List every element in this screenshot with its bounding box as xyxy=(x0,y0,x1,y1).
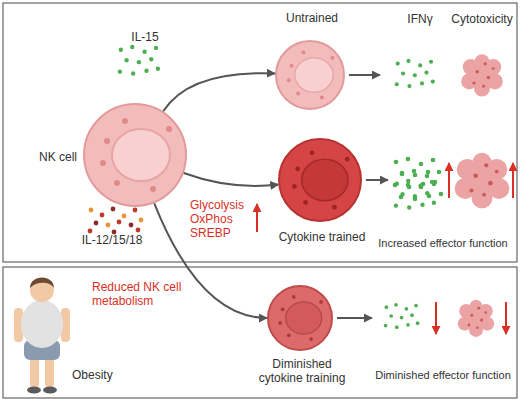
untrained-cell: Untrained xyxy=(275,40,345,110)
granule xyxy=(287,78,291,82)
cell-label: NK cell xyxy=(11,150,77,164)
diminished-cell: Diminished cytokine training xyxy=(267,285,333,351)
cell-label: Diminished cytokine training xyxy=(249,357,355,385)
granule xyxy=(320,95,324,99)
tumor-cell xyxy=(455,153,510,209)
granule xyxy=(122,118,128,124)
decrease-arrow xyxy=(435,302,437,334)
outcome-label: Increased effector function xyxy=(368,236,518,250)
increase-arrow xyxy=(256,204,258,232)
flow-arrow xyxy=(163,73,275,111)
cell-art xyxy=(269,287,331,349)
nucleus xyxy=(112,129,170,181)
granule xyxy=(303,200,308,205)
metabolism-note: Reduced NK cell metabolism xyxy=(92,280,184,308)
column-heading: Cytotoxicity xyxy=(444,12,520,26)
cell-art xyxy=(85,105,185,205)
cytokine-label: IL-15 xyxy=(110,30,180,44)
granule xyxy=(114,180,120,186)
granule xyxy=(104,138,110,144)
increase-arrow xyxy=(448,163,450,198)
nk-cell: NK cell xyxy=(83,103,187,207)
output-arrow xyxy=(337,317,372,319)
granule xyxy=(332,205,337,210)
granule xyxy=(301,51,305,55)
bottom-panel xyxy=(3,267,517,398)
nucleus xyxy=(286,302,322,334)
granule xyxy=(319,300,323,304)
increase-arrow xyxy=(512,163,514,198)
child-figure xyxy=(14,278,70,394)
output-arrow xyxy=(366,179,388,181)
shoe xyxy=(43,387,57,394)
metabolism-note: Glycolysis OxPhos SREBP xyxy=(190,198,252,240)
granule xyxy=(295,166,300,171)
granule xyxy=(150,186,156,192)
trained-cell: Cytokine trained xyxy=(278,138,362,222)
cell-art xyxy=(280,140,360,220)
shirt xyxy=(21,300,63,348)
cell-label: Untrained xyxy=(272,11,352,25)
granule xyxy=(292,295,296,299)
granule xyxy=(290,64,294,68)
output-arrow xyxy=(349,74,380,76)
granule xyxy=(278,321,282,325)
ifn-dots xyxy=(384,303,420,329)
condition-label: Obesity xyxy=(72,368,132,382)
top-panel xyxy=(3,3,517,262)
cell-label: Cytokine trained xyxy=(267,230,377,244)
granule xyxy=(309,337,313,341)
nucleus xyxy=(295,58,333,92)
granule xyxy=(345,157,350,162)
granule xyxy=(296,92,300,96)
il12-15-18-dots xyxy=(88,207,144,235)
ifn-dots xyxy=(394,179,436,210)
granule xyxy=(330,56,334,60)
column-heading: IFNγ xyxy=(395,12,445,26)
decrease-arrow xyxy=(505,302,507,334)
head xyxy=(30,278,54,302)
hair xyxy=(30,278,54,289)
tumor-cell xyxy=(458,300,494,337)
granule xyxy=(292,184,297,189)
cytokine-label: IL-12/15/18 xyxy=(60,233,164,247)
granule xyxy=(310,150,315,155)
shoe xyxy=(27,387,41,394)
cell-art xyxy=(277,42,343,108)
granule xyxy=(166,126,172,132)
granule xyxy=(100,160,106,166)
nucleus xyxy=(302,159,348,201)
granule xyxy=(287,334,291,338)
tumor-cell xyxy=(461,54,503,96)
flow-arrow xyxy=(184,173,278,186)
granule xyxy=(281,307,285,311)
il15-dots xyxy=(118,45,160,76)
outcome-label: Diminished effector function xyxy=(368,368,518,382)
ifn-dots xyxy=(395,59,435,88)
